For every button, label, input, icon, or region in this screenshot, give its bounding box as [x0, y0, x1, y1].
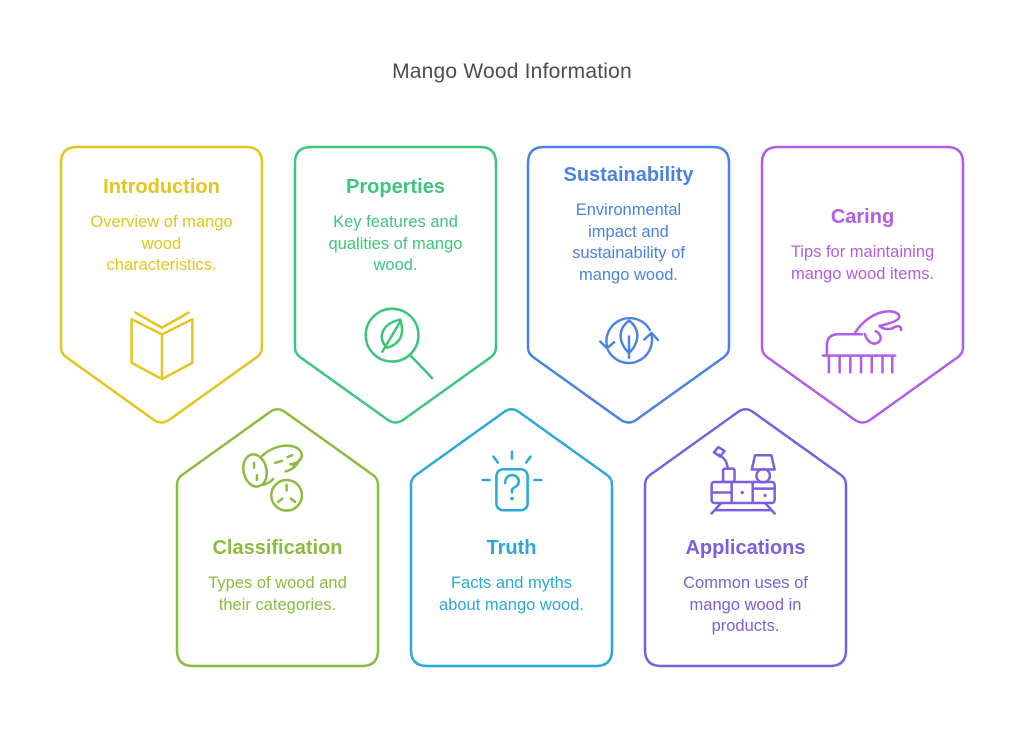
card-description: Facts and myths about mango wood.	[439, 574, 584, 614]
card-title: Classification	[212, 537, 343, 559]
log-icon	[241, 444, 303, 512]
card-title: Applications	[685, 537, 806, 559]
hand-brush-icon	[821, 310, 902, 374]
card-properties: Properties Key features and qualities of…	[293, 145, 498, 426]
card-description: Tips for maintaining mango wood items.	[790, 243, 935, 283]
card-title: Caring	[830, 206, 895, 228]
card-title: Sustainability	[563, 164, 694, 186]
card-description: Common uses of mango wood in products.	[683, 574, 808, 635]
question-card-icon	[480, 450, 543, 512]
card-description: Types of wood and their categories.	[208, 574, 347, 614]
card-title: Truth	[486, 537, 537, 559]
card-caring: Caring Tips for maintaining mango wood i…	[760, 145, 965, 426]
card-sustainability: Sustainability Environmental impact and …	[526, 145, 731, 426]
card-description: Key features and qualities of mango wood…	[328, 213, 463, 274]
card-classification: Classification Types of wood and their c…	[175, 404, 380, 668]
card-applications: Applications Common uses of mango wood i…	[643, 404, 848, 668]
open-book-icon	[129, 311, 194, 381]
leaf-magnifier-icon	[363, 307, 433, 380]
card-title: Introduction	[103, 176, 220, 198]
card-description: Overview of mango wood characteristics.	[90, 213, 233, 274]
leaf-recycle-icon	[598, 316, 659, 365]
furniture-icon	[709, 445, 776, 515]
page-title: Mango Wood Information	[392, 60, 632, 83]
card-description: Environmental impact and sustainability …	[572, 201, 685, 284]
card-introduction: Introduction Overview of mango wood char…	[59, 145, 264, 426]
card-title: Properties	[346, 176, 445, 198]
card-truth: Truth Facts and myths about mango wood.	[409, 404, 614, 668]
